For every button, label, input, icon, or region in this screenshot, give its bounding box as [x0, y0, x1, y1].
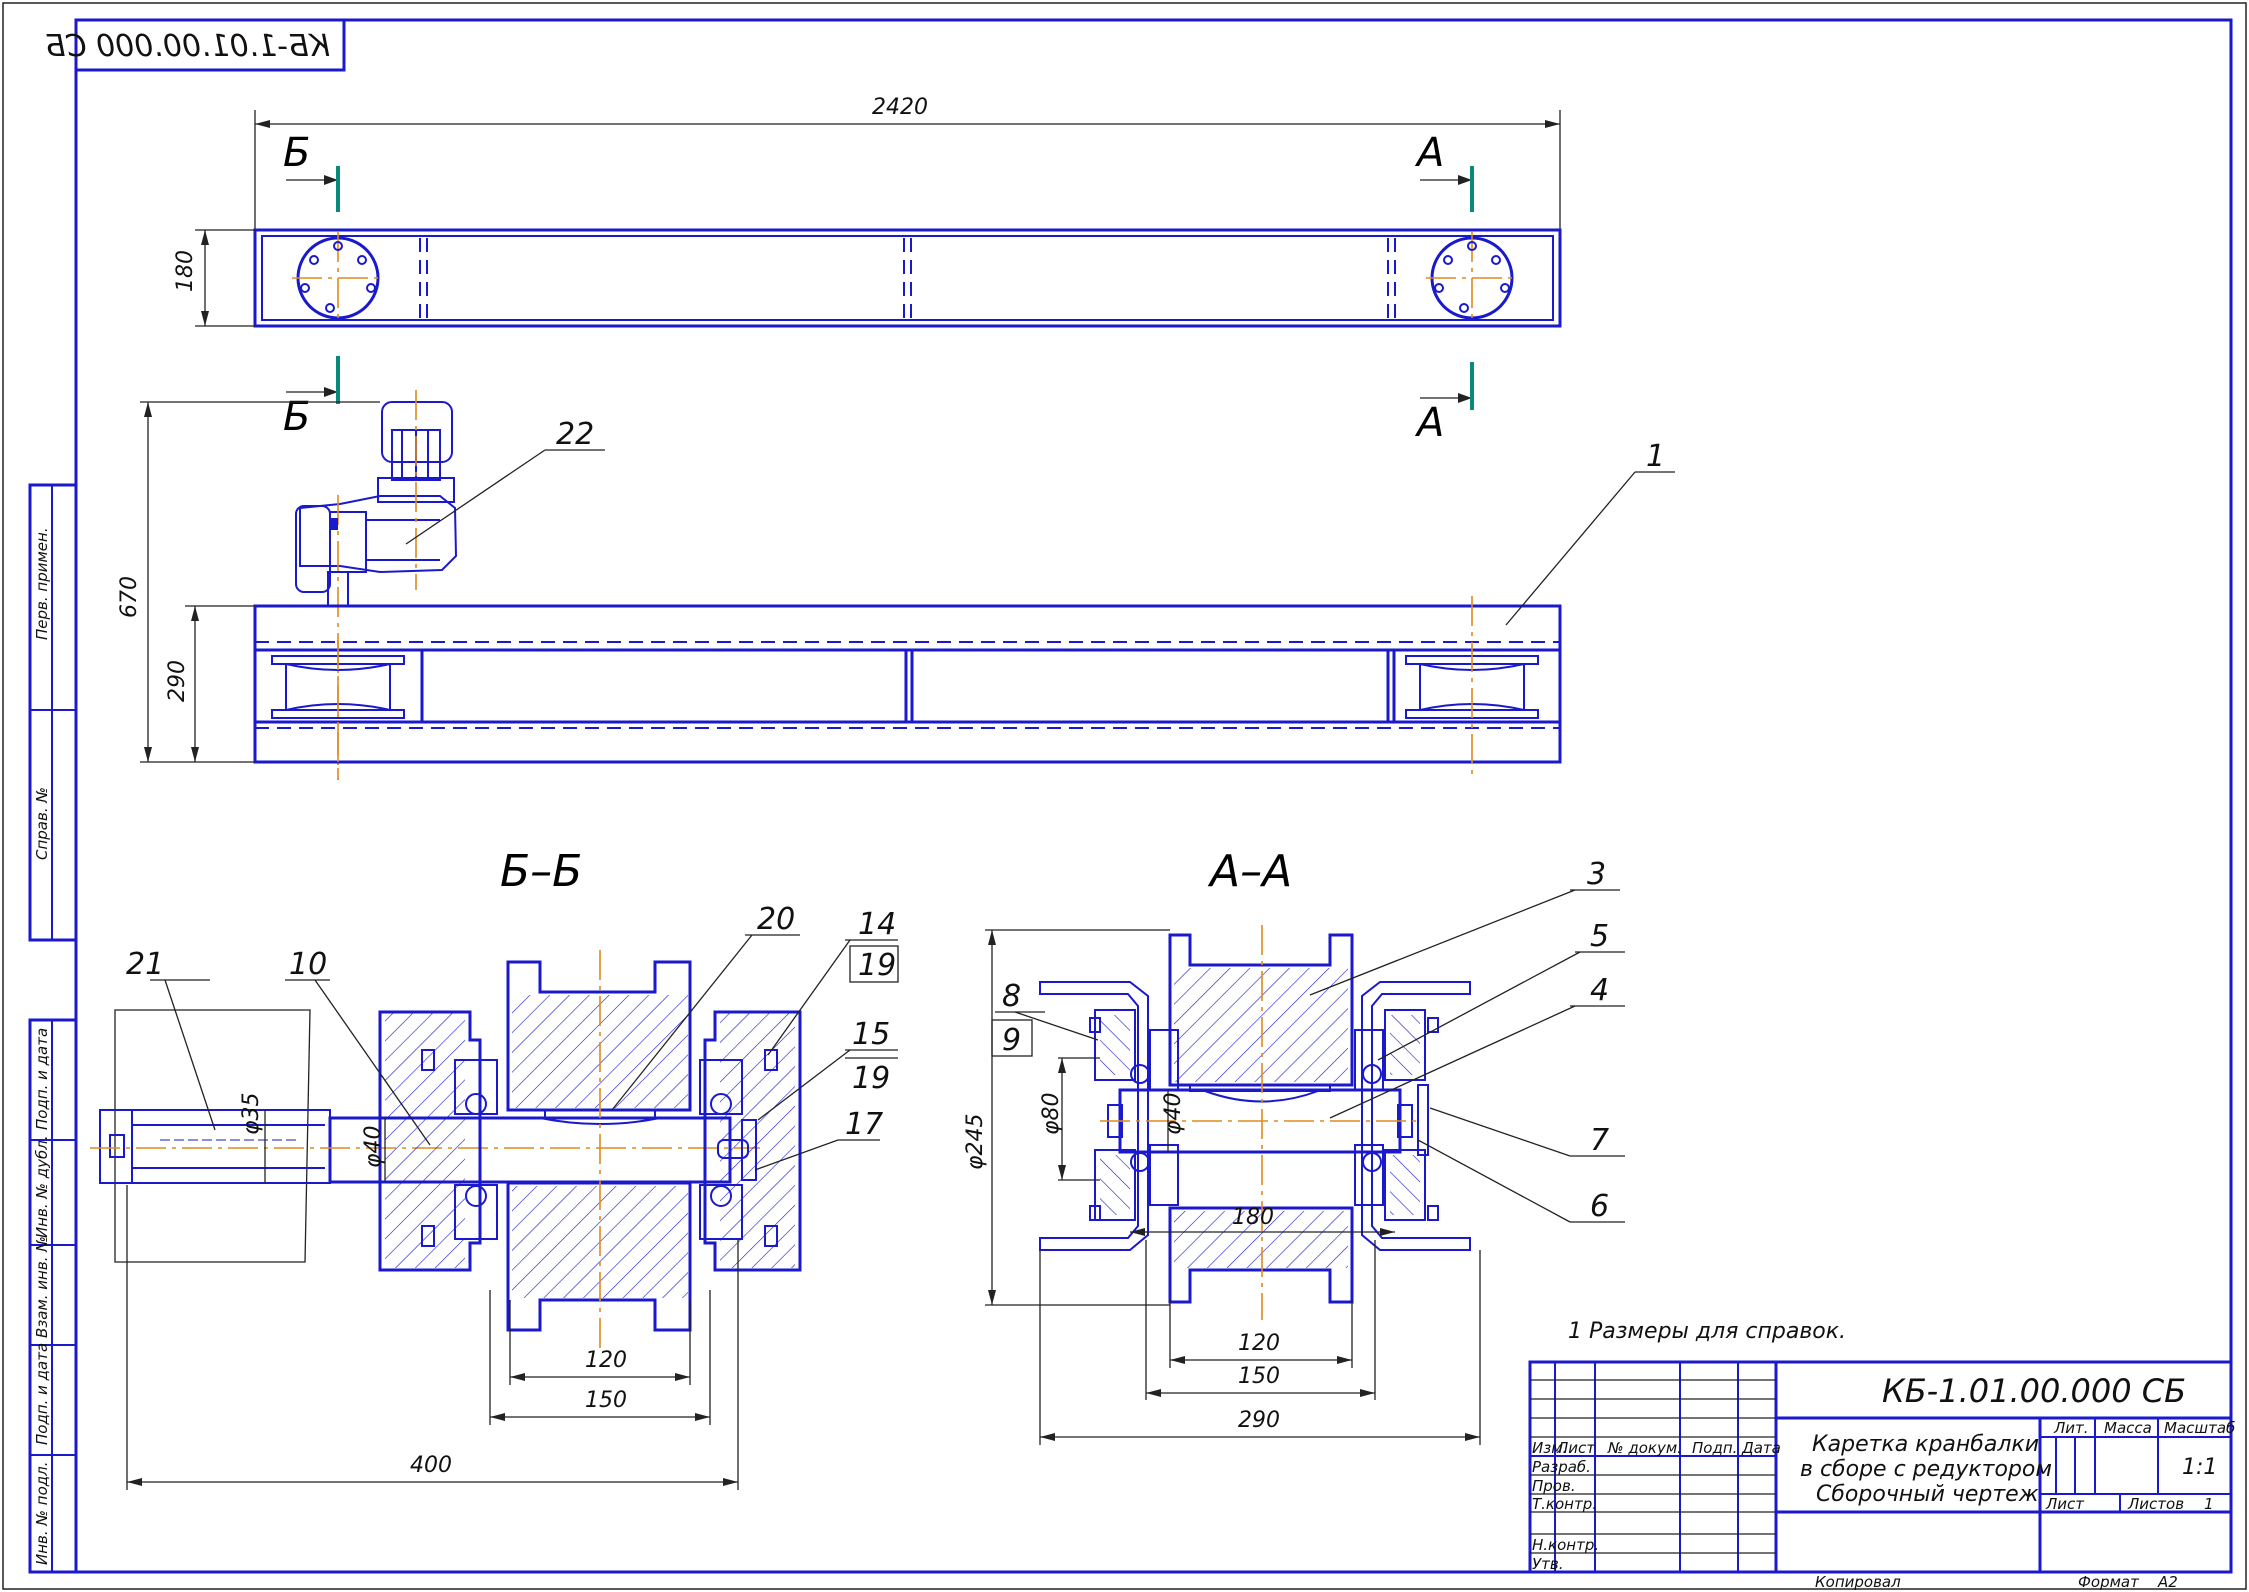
callout-20: 20 — [757, 902, 795, 937]
tb-masshtab: Масштаб — [2164, 1419, 2235, 1437]
bolt-circle-right — [1426, 232, 1518, 324]
callout-19-a: 19 — [858, 948, 896, 983]
aa-dim-d245: φ245 — [963, 1113, 988, 1170]
dim-2420: 2420 — [872, 95, 928, 120]
tb-lit: Лит. — [2053, 1419, 2089, 1437]
aa-dim-150: 150 — [1238, 1364, 1280, 1389]
section-mark-a-bottom: А — [1414, 400, 1444, 446]
tb-col-sign: Подп. — [1692, 1439, 1737, 1457]
note-text: 1 Размеры для справок. — [1568, 1319, 1846, 1344]
aa-dim-120: 120 — [1238, 1331, 1280, 1356]
tb-sheet: Лист — [2045, 1495, 2085, 1513]
section-bb: Б–Б — [90, 846, 899, 1490]
tb-name-line3: Сборочный чертеж — [1816, 1482, 2039, 1507]
tb-col-list: Лист — [1556, 1439, 1596, 1457]
aa-dim-d80: φ80 — [1039, 1092, 1064, 1135]
bb-dim-400: 400 — [410, 1453, 452, 1478]
tb-massa: Масса — [2104, 1419, 2152, 1437]
callout-9: 9 — [1002, 1023, 1021, 1058]
section-title-aa: А–А — [1207, 846, 1292, 897]
side-label-5: Взам. инв. № — [33, 1236, 51, 1338]
dim-180: 180 — [173, 250, 198, 292]
callout-14: 14 — [858, 907, 896, 942]
callout-3: 3 — [1587, 857, 1606, 892]
callout-17: 17 — [845, 1107, 883, 1142]
callout-19-b: 19 — [852, 1061, 890, 1096]
side-label-1: Перв. примен. — [33, 527, 51, 640]
bb-dim-d40: φ40 — [361, 1125, 386, 1168]
tb-col-date: Дата — [1741, 1439, 1781, 1457]
side-label-4: Инв. № дубл. — [33, 1135, 51, 1238]
side-label-2: Справ. № — [33, 787, 51, 860]
callout-1: 1 — [1646, 439, 1665, 474]
bb-dim-120: 120 — [585, 1348, 627, 1373]
footer-copied: Копировал — [1815, 1573, 1901, 1591]
aa-dim-d40: φ40 — [1161, 1092, 1186, 1135]
section-mark-b-top: Б — [283, 130, 310, 176]
tb-row-tkontr: Т.контр. — [1532, 1495, 1597, 1513]
callout-21: 21 — [126, 947, 164, 982]
side-label-3: Подп. и дата — [33, 1028, 51, 1130]
callout-4: 4 — [1590, 973, 1609, 1008]
callout-8: 8 — [1002, 979, 1021, 1014]
footer-format-label: Формат — [2078, 1573, 2140, 1591]
top-stamp: КБ-1.01.00.000 СБ — [45, 18, 346, 72]
callout-7: 7 — [1590, 1123, 1609, 1158]
aa-dim-180: 180 — [1232, 1205, 1274, 1230]
callout-15: 15 — [852, 1017, 890, 1052]
bolt-circle-left — [292, 232, 384, 324]
callout-22: 22 — [556, 417, 594, 452]
tb-sheets: Листов — [2127, 1495, 2184, 1513]
tb-row-prov: Пров. — [1532, 1477, 1576, 1495]
section-mark-b-bottom: Б — [283, 394, 310, 440]
bb-dim-150: 150 — [585, 1388, 627, 1413]
top-view: 2420 — [173, 95, 1562, 446]
footer-format-value: А2 — [2157, 1573, 2178, 1591]
tb-col-izm: Изм. — [1532, 1439, 1567, 1457]
tb-name-line1: Каретка кранбалки — [1812, 1432, 2039, 1457]
tb-row-razrab: Разраб. — [1532, 1458, 1591, 1476]
title-block: Изм. Лист № докум. Подп. Дата Разраб. Пр… — [1528, 1360, 2235, 1574]
front-view: 670 290 22 1 — [117, 390, 1675, 780]
bb-dim-d35: φ35 — [239, 1092, 264, 1135]
section-title-bb: Б–Б — [500, 846, 582, 897]
side-label-7: Инв. № подл. — [33, 1462, 51, 1565]
tb-name-line2: в сборе с редуктором — [1800, 1457, 2052, 1482]
callout-6: 6 — [1590, 1189, 1609, 1224]
tb-row-utv: Утв. — [1532, 1555, 1564, 1573]
aa-dim-290: 290 — [1238, 1408, 1280, 1433]
dim-290: 290 — [165, 660, 190, 702]
callout-10: 10 — [289, 947, 327, 982]
tb-scale-value: 1:1 — [2182, 1455, 2217, 1480]
gear-motor — [295, 390, 458, 780]
tb-sheets-value: 1 — [2204, 1495, 2214, 1513]
tb-col-doc: № докум. — [1607, 1439, 1682, 1457]
section-mark-a-top: А — [1414, 130, 1444, 176]
section-aa: А–А — [963, 846, 1625, 1445]
wheel-right — [1405, 596, 1539, 780]
tb-designation: КБ-1.01.00.000 СБ — [1882, 1372, 2186, 1410]
dim-670: 670 — [117, 576, 142, 618]
wheel-left — [271, 640, 405, 780]
tb-row-nkontr: Н.контр. — [1532, 1536, 1599, 1554]
side-strip: Перв. примен. Справ. № Подп. и дата Инв.… — [28, 483, 78, 1574]
inner-frame — [74, 18, 2233, 1574]
stamp-code: КБ-1.01.00.000 СБ — [45, 29, 330, 64]
callout-5: 5 — [1590, 919, 1609, 954]
side-label-6: Подп. и дата — [33, 1343, 51, 1445]
